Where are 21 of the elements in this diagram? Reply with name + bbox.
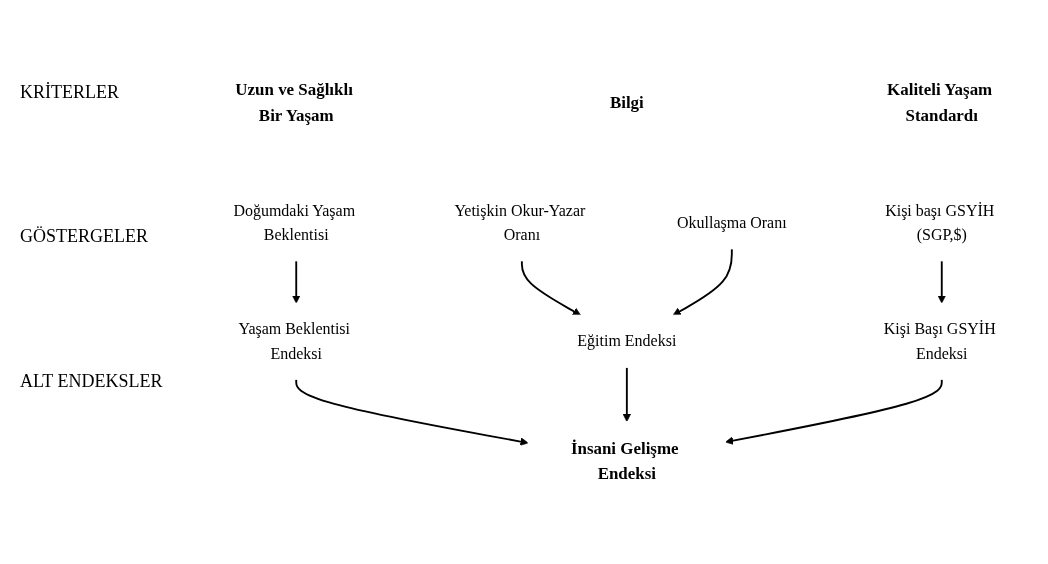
arrow <box>295 378 529 446</box>
node-text: Yetişkin Okur-Yazar Oranı <box>454 201 586 244</box>
node-text: Bilgi <box>609 93 644 112</box>
arrow <box>937 259 946 304</box>
node-text: Kişi başı GSYİH (SGP,$) <box>885 201 995 244</box>
node-text: Uzun ve Sağlıklı Bir Yaşam <box>235 80 353 125</box>
node-text: Kaliteli Yaşam Standardı <box>887 80 993 125</box>
node-text: Doğumdaki Yaşam Beklentisi <box>233 201 356 244</box>
node-text: Yaşam Beklentisi Endeksi <box>238 320 351 362</box>
node-text: İnsani Gelişme Endeksi <box>570 438 679 483</box>
arrow <box>725 378 943 445</box>
node-text: Eğitim Endeksi <box>577 332 677 350</box>
arrow <box>622 366 631 422</box>
row-label: KRİTERLER <box>20 81 120 103</box>
arrow <box>672 247 733 316</box>
row-label: ALT ENDEKSLER <box>20 371 164 393</box>
arrow <box>520 259 581 316</box>
row-label: GÖSTERGELER <box>20 226 149 248</box>
arrow <box>292 259 301 304</box>
node-text: Kişi Başı GSYİH Endeksi <box>883 320 996 362</box>
node-text: Okullaşma Oranı <box>677 213 787 232</box>
